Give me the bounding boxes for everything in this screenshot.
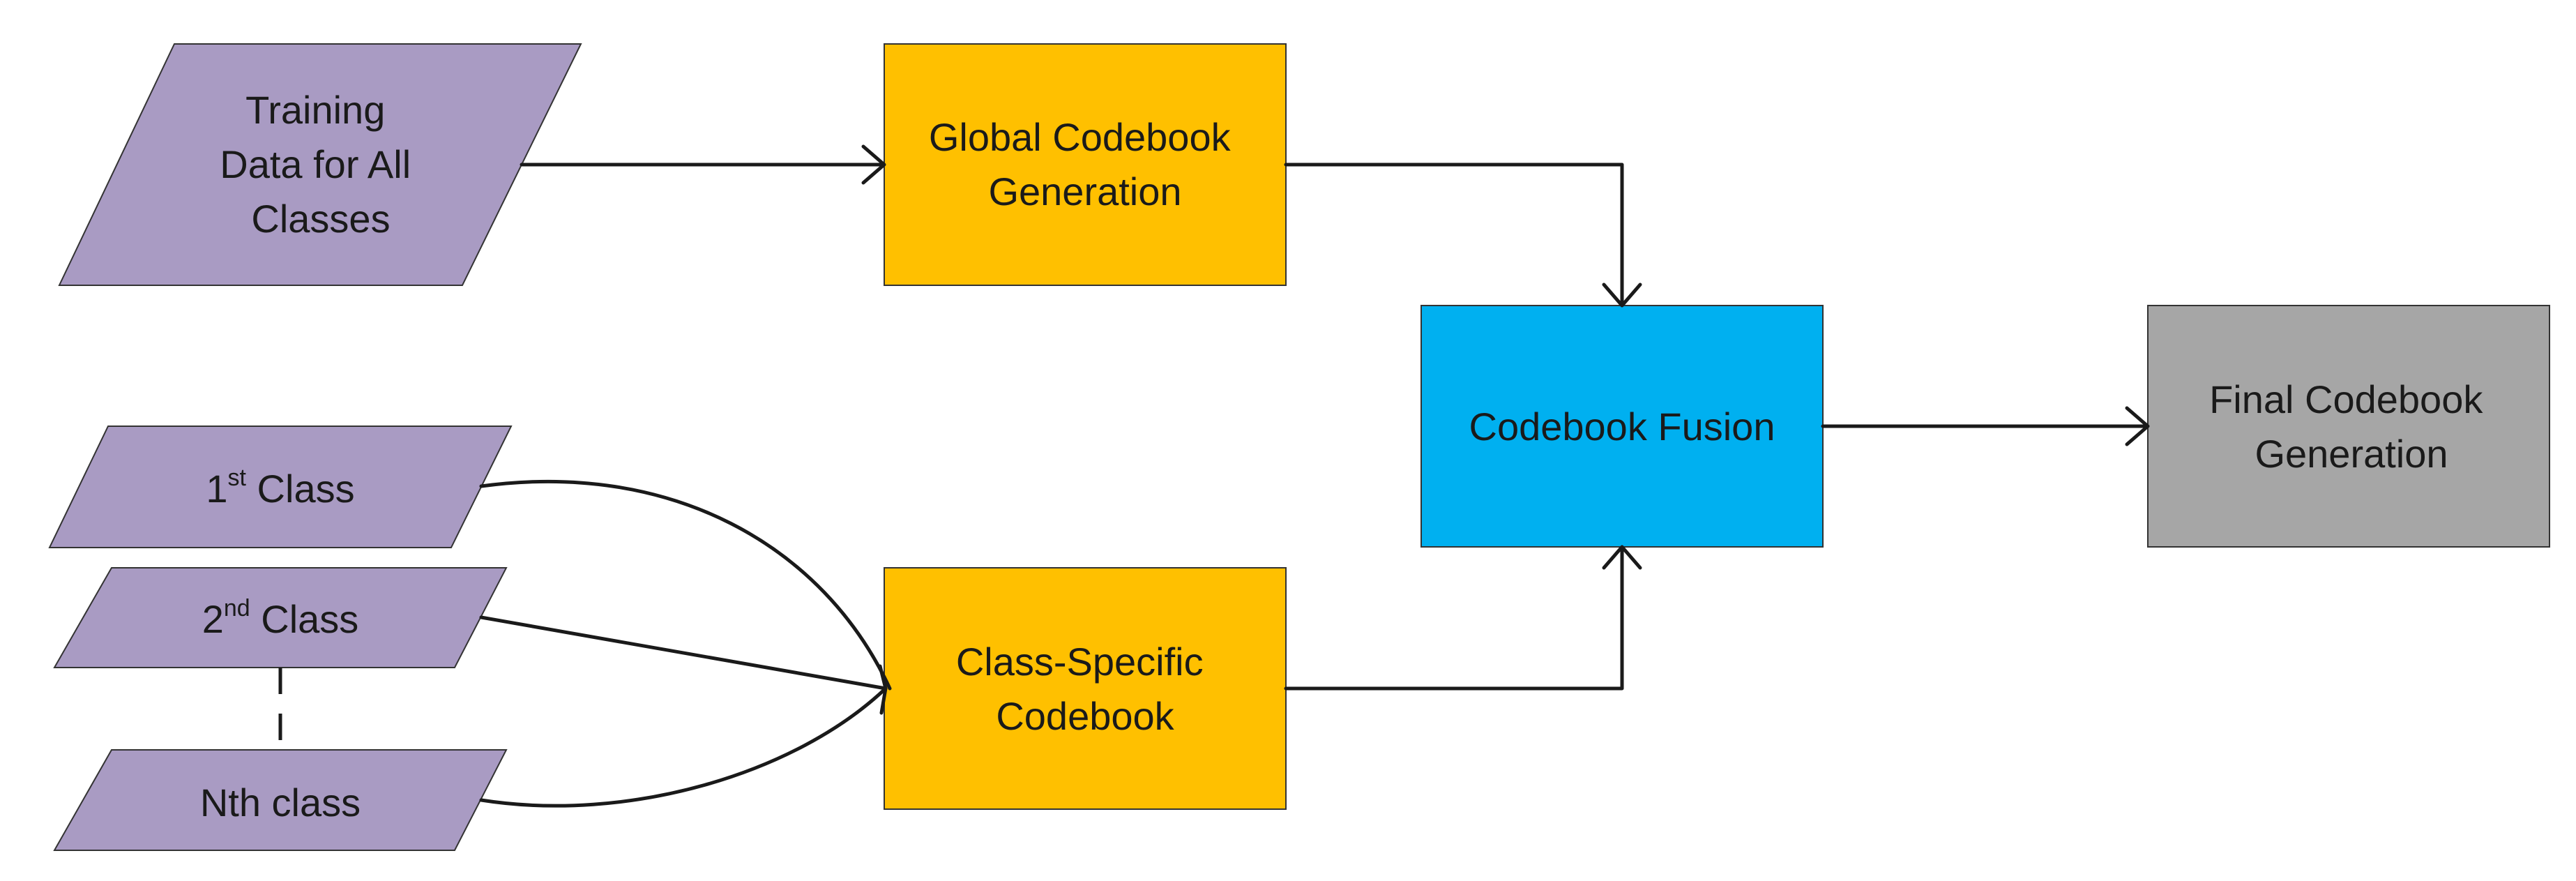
training-data-line-3: Classes: [251, 197, 390, 241]
codebook-fusion-node: Codebook Fusion: [1420, 305, 1824, 548]
arrow-classn-to-specific: [479, 686, 888, 808]
class-2-label: Class: [250, 597, 359, 641]
svg-text:2nd Class: 2nd Class: [202, 595, 359, 641]
global-codebook-line-2: Generation: [988, 170, 1181, 213]
svg-text:Class-Specific Codebook: Class-Specific Codebook: [956, 640, 1214, 738]
arrowhead-global-to-fusion: [1602, 283, 1642, 308]
global-codebook-line-1: Global Codebook: [929, 115, 1232, 159]
arrow-class2-to-specific: [479, 615, 888, 691]
svg-text:Nth class: Nth class: [200, 781, 361, 824]
class-n-node: Nth class: [53, 749, 508, 851]
final-codebook-box: [2147, 305, 2550, 548]
class-specific-codebook-node: Class-Specific Codebook: [884, 567, 1287, 810]
class-specific-codebook-line-2: Codebook: [996, 694, 1174, 738]
svg-text:Training Data for All: Training Data for All Classes: [220, 88, 421, 241]
class-1-ordinal-suffix: st: [228, 465, 247, 491]
training-data-line-2: Data for All: [220, 142, 411, 186]
codebook-fusion-box: [1420, 305, 1824, 548]
codebook-fusion-label: Codebook Fusion: [1469, 405, 1775, 449]
arrowhead-into-specific: [878, 664, 888, 715]
class-1-node: 1st Class: [48, 426, 513, 548]
final-codebook-line-1: Final Codebook: [2209, 377, 2483, 421]
svg-text:Final Codebook Generatio: Final Codebook Generation: [2209, 377, 2494, 476]
class-n-label: Nth class: [200, 781, 361, 824]
class-specific-codebook-box: [884, 567, 1287, 810]
training-data-line-1: Training: [245, 88, 385, 132]
arrowhead-specific-to-fusion: [1602, 545, 1642, 570]
class-1-number: 1: [206, 467, 227, 511]
final-codebook-line-2: Generation: [2255, 432, 2448, 476]
class-2-shape: [53, 567, 508, 668]
arrow-global-to-fusion: [1284, 163, 1624, 306]
svg-text:1st Class: 1st Class: [206, 465, 354, 511]
class-specific-codebook-line-1: Class-Specific: [956, 640, 1204, 684]
class-n-shape: [53, 749, 508, 851]
svg-text:Codebook Fusion: Codebook Fusion: [1469, 405, 1775, 449]
svg-text:Global Codebook Generati: Global Codebook Generation: [929, 115, 1241, 213]
class-1-label: Class: [246, 467, 355, 511]
class-2-ordinal-suffix: nd: [224, 595, 250, 622]
training-data-node: Training Data for All Classes: [58, 43, 582, 286]
class-1-shape: [48, 426, 513, 548]
arrowhead-training-to-global: [861, 144, 886, 185]
final-codebook-node: Final Codebook Generation: [2147, 305, 2550, 548]
class-2-node: 2nd Class: [53, 567, 508, 668]
global-codebook-box: [884, 43, 1287, 286]
arrow-specific-to-fusion: [1284, 546, 1624, 691]
arrow-class1-to-specific: [479, 479, 892, 691]
global-codebook-node: Global Codebook Generation: [884, 43, 1287, 286]
training-data-shape: [58, 43, 582, 286]
class-2-number: 2: [202, 597, 224, 641]
arrowhead-fusion-to-final: [2125, 406, 2150, 446]
